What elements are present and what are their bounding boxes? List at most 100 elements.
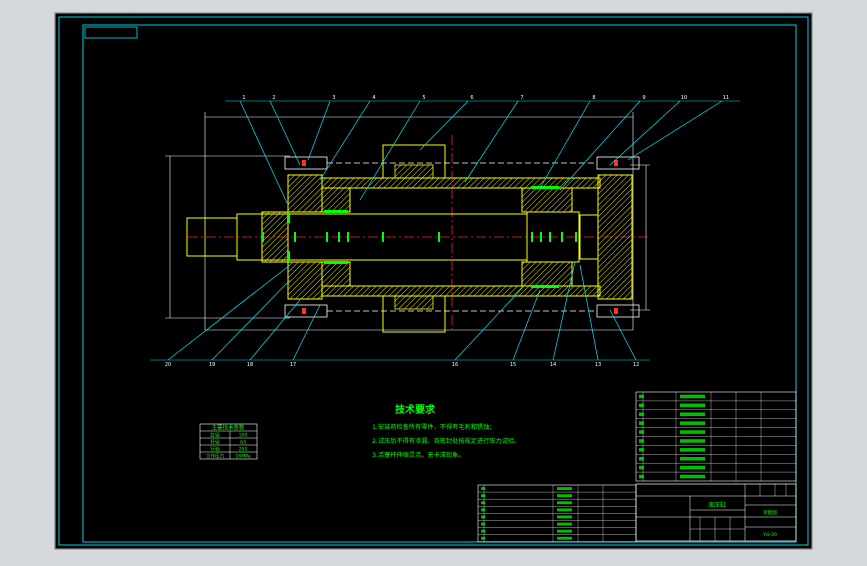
table-cell-text [481,529,486,533]
piston-core [526,211,580,263]
svg-text:行程: 行程 [210,446,220,453]
table-cell-text [680,465,705,470]
callout-number: 5 [422,95,425,101]
table-cell-text [680,448,705,452]
note-line-2: 2.试压后不得有渗漏，各密封处按规定进行压力试验。 [372,437,520,445]
sheet-label: 装配图 [763,509,777,516]
table-cell-text [481,487,486,490]
callout-labels-top: 1 2 3 4 5 6 7 8 9 10 11 [242,95,729,101]
gland-lower [321,261,351,287]
table-cell-text [680,439,705,443]
rear-end-cap [597,174,633,300]
table-cell-text [481,501,486,505]
callout-number: 6 [470,95,473,101]
table-cell-text [481,522,486,526]
table-cell-text [481,536,486,540]
table-cell-text [481,508,486,512]
drawing-name: 液压缸 [708,501,726,509]
front-cap-upper [287,174,323,213]
table-cell-text [557,515,572,519]
seals [287,186,559,288]
tie-bolts [284,156,640,318]
technical-notes: 技术要求 1.安装前检查所有零件，不得有毛刺和锈蚀； 2.试压后不得有渗漏，各密… [372,403,520,459]
table-cell-text [680,394,705,399]
parts-list-left [477,484,637,543]
leader-lines [150,100,740,361]
table-cell-text [557,522,572,526]
guide-sleeve [261,211,289,263]
callout-number: 20 [165,362,171,368]
table-cell-text [639,430,644,434]
rear-cushion [579,214,599,260]
table-cell-text [680,456,705,461]
notes-title: 技术要求 [395,403,436,416]
bolt-markers [302,160,618,314]
table-cell-text [639,421,644,425]
callout-number: 11 [723,95,729,101]
callout-number: 18 [247,362,253,368]
svg-text:杆径: 杆径 [210,439,220,446]
svg-text:工作压力: 工作压力 [206,453,225,460]
title-block: 液压缸 装配图 YG-00 [635,483,797,542]
callout-number: 17 [290,362,296,368]
parts-list-right [635,391,797,482]
callout-number: 4 [372,95,375,101]
table-cell-text [557,529,572,533]
callout-number: 10 [681,95,687,101]
table-cell-text [557,494,572,498]
front-cap-lower [287,261,323,300]
callout-labels-bottom: 20 19 18 17 16 15 14 13 12 [165,362,639,368]
table-cell-text [481,494,486,498]
table-cell-text [639,394,644,399]
note-line-1: 1.安装前检查所有零件，不得有毛刺和锈蚀； [372,423,495,431]
table-cell-text [639,465,644,470]
table-cell-text [680,403,705,408]
callout-number: 3 [332,95,335,101]
table-cell-text [481,515,486,519]
piston-upper [521,187,573,213]
table-cell-text [557,501,572,505]
callout-number: 16 [452,362,458,368]
dimension-lines [165,112,650,331]
table-cell-text [680,421,705,425]
table-cell-text [639,412,644,417]
parameter-table: 主要技术参数 缸径 100 杆径 63 行程 250 工作压力 16MPa [199,424,258,460]
callout-number: 15 [510,362,516,368]
inner-border [82,24,797,543]
svg-text:16MPa: 16MPa [235,454,250,460]
drawing-number: YG-00 [762,532,777,538]
callout-number: 13 [595,362,601,368]
outer-border [58,16,809,546]
callout-number: 12 [633,362,639,368]
table-cell-text [639,474,644,479]
svg-text:缸径: 缸径 [210,432,220,439]
table-cell-text [680,430,705,434]
table-cell-text [557,508,572,512]
callout-number: 9 [642,95,645,101]
callout-number: 14 [550,362,556,368]
callout-number: 7 [520,95,523,101]
piston-lower [521,261,573,287]
gland-upper [321,187,351,213]
svg-text:100: 100 [239,433,248,439]
hydraulic-cylinder-section [150,100,740,361]
callout-number: 19 [209,362,215,368]
svg-text:250: 250 [239,447,248,453]
callout-number: 1 [242,95,245,101]
svg-text:63: 63 [240,440,246,446]
table-cell-text [639,403,644,408]
table-cell-text [557,536,572,540]
table-cell-text [639,456,644,461]
callout-number: 2 [272,95,275,101]
note-line-3: 3.活塞杆伸缩灵活，无卡滞现象。 [372,451,465,459]
table-cell-text [557,487,572,490]
table-cell-text [680,474,705,479]
dimension-labels [262,232,577,242]
drawing-number-box [84,26,138,39]
params-title: 主要技术参数 [211,424,245,432]
table-cell-text [639,448,644,452]
table-cell-text [639,439,644,443]
callout-number: 8 [592,95,595,101]
